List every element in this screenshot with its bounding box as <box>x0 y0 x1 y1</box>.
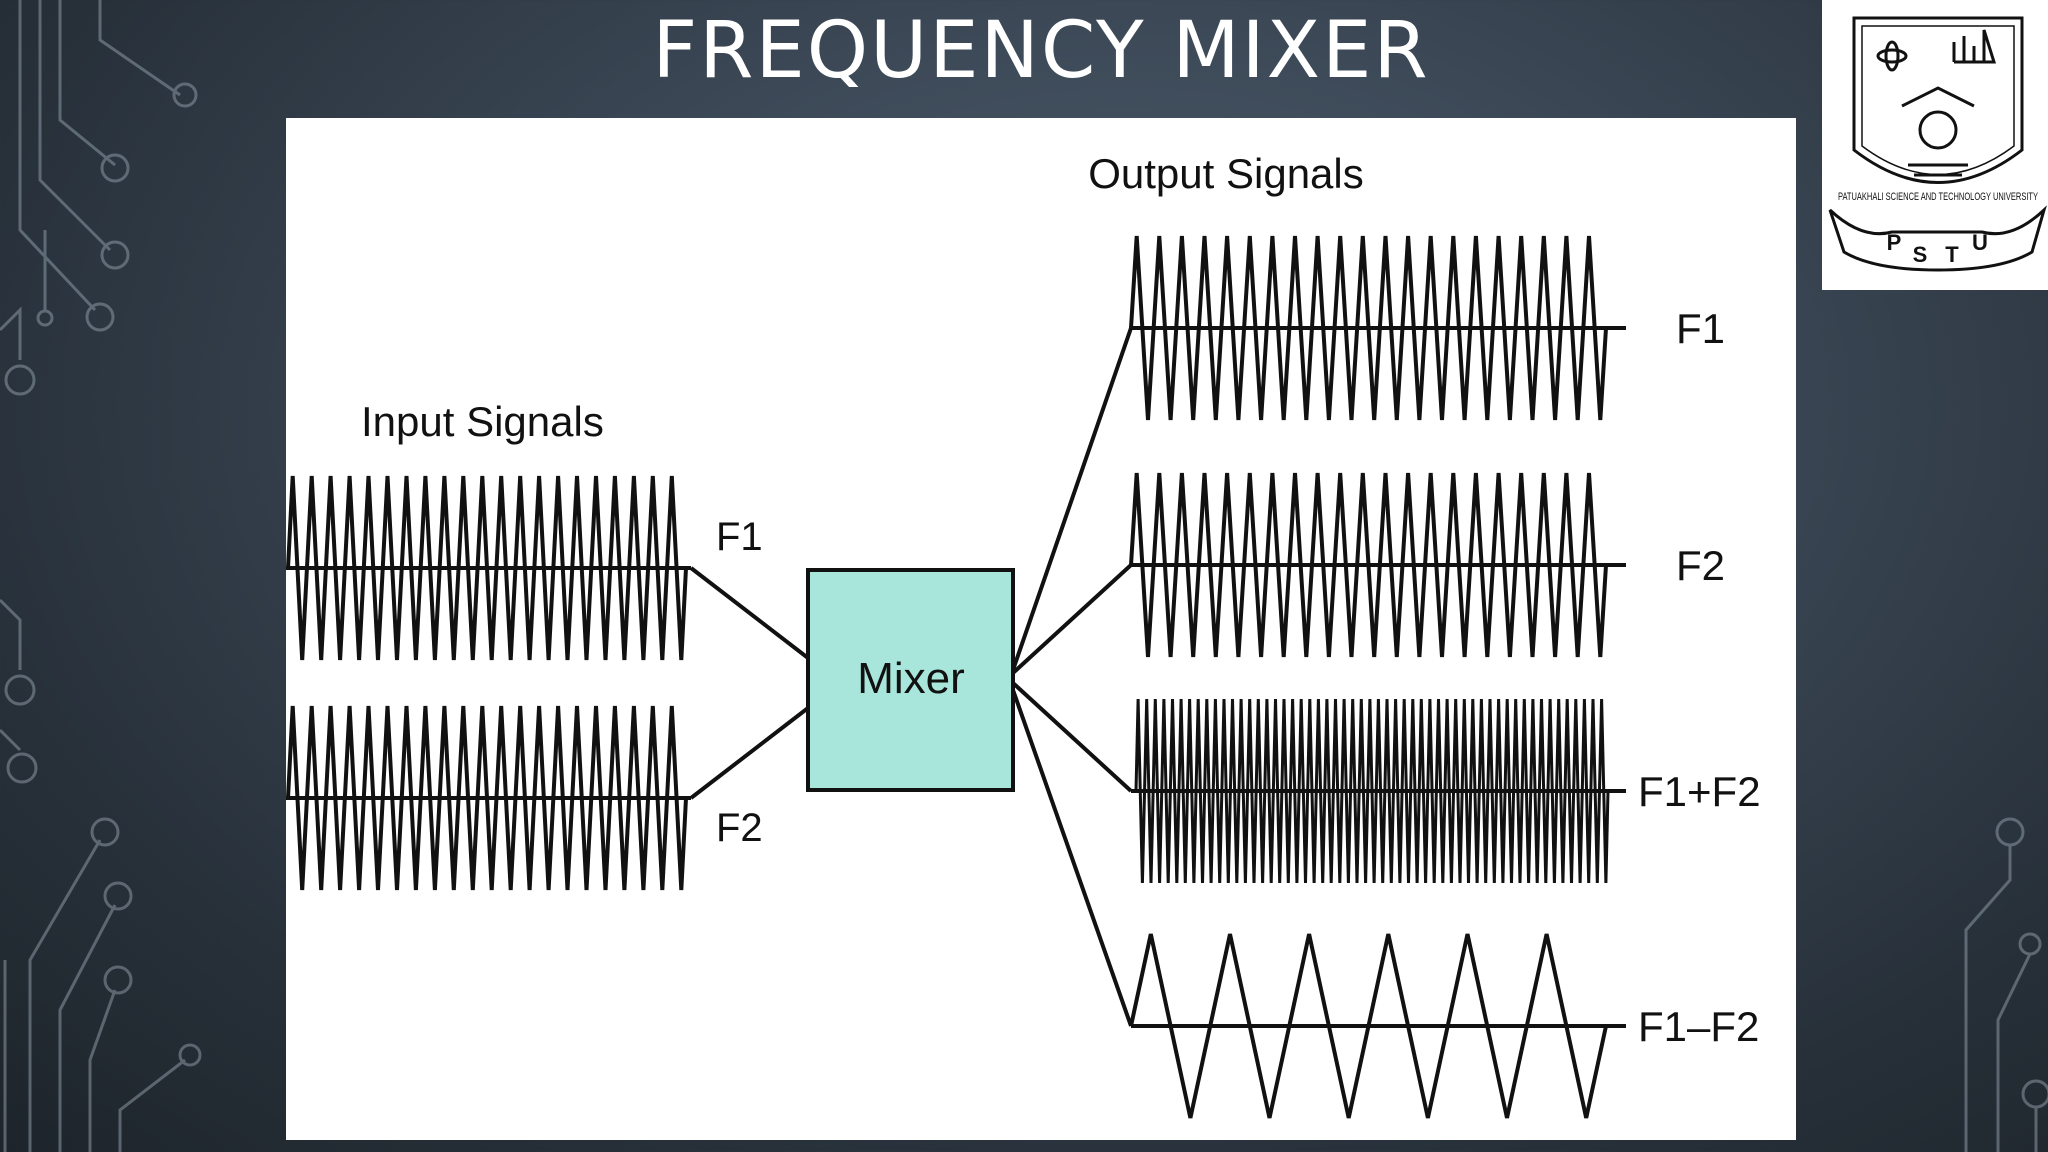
output-sum-label: F1+F2 <box>1638 768 1761 815</box>
output-signals-heading: Output Signals <box>1088 150 1364 197</box>
input-signals-heading: Input Signals <box>361 398 604 445</box>
logo-letter-p: P <box>1887 230 1902 255</box>
input-f2-label: F2 <box>716 806 763 850</box>
circuit-decoration-right <box>1964 817 2048 1152</box>
output-f1-label: F1 <box>1676 305 1725 352</box>
output-sum-connector <box>1011 681 1133 793</box>
output-f2-connector <box>1011 563 1133 675</box>
circuit-decoration-left <box>0 0 202 1152</box>
logo-letter-s: S <box>1913 242 1928 267</box>
input-f1-label: F1 <box>716 515 763 559</box>
logo-arc-text: PATUAKHALI SCIENCE AND TECHNOLOGY UNIVER… <box>1838 191 2038 203</box>
mixer-diagram-svg: Input Signals Output Signals F1 F2 Mixer… <box>286 150 1761 1119</box>
mixer-box <box>806 568 1015 792</box>
output-diff-label: F1–F2 <box>1638 1003 1759 1050</box>
slide-title: FREQUENCY MIXER <box>652 6 1430 96</box>
university-logo: P S T U PATUAKHALI SCIENCE AND TECHNOLOG… <box>1822 0 2048 290</box>
logo-letter-u: U <box>1972 230 1988 255</box>
logo-letter-t: T <box>1945 242 1959 267</box>
output-f1-connector <box>1011 327 1133 671</box>
output-diff-connector <box>1011 689 1133 1027</box>
pstu-seal-graphic: P S T U PATUAKHALI SCIENCE AND TECHNOLOG… <box>1828 16 2047 272</box>
mixer-diagram: Input Signals Output Signals F1 F2 Mixer… <box>286 118 1796 1140</box>
input-f2-connector <box>689 706 810 800</box>
input-f1-connector <box>689 566 810 660</box>
output-f2-label: F2 <box>1676 542 1725 589</box>
mixer-label: Mixer <box>857 654 965 703</box>
